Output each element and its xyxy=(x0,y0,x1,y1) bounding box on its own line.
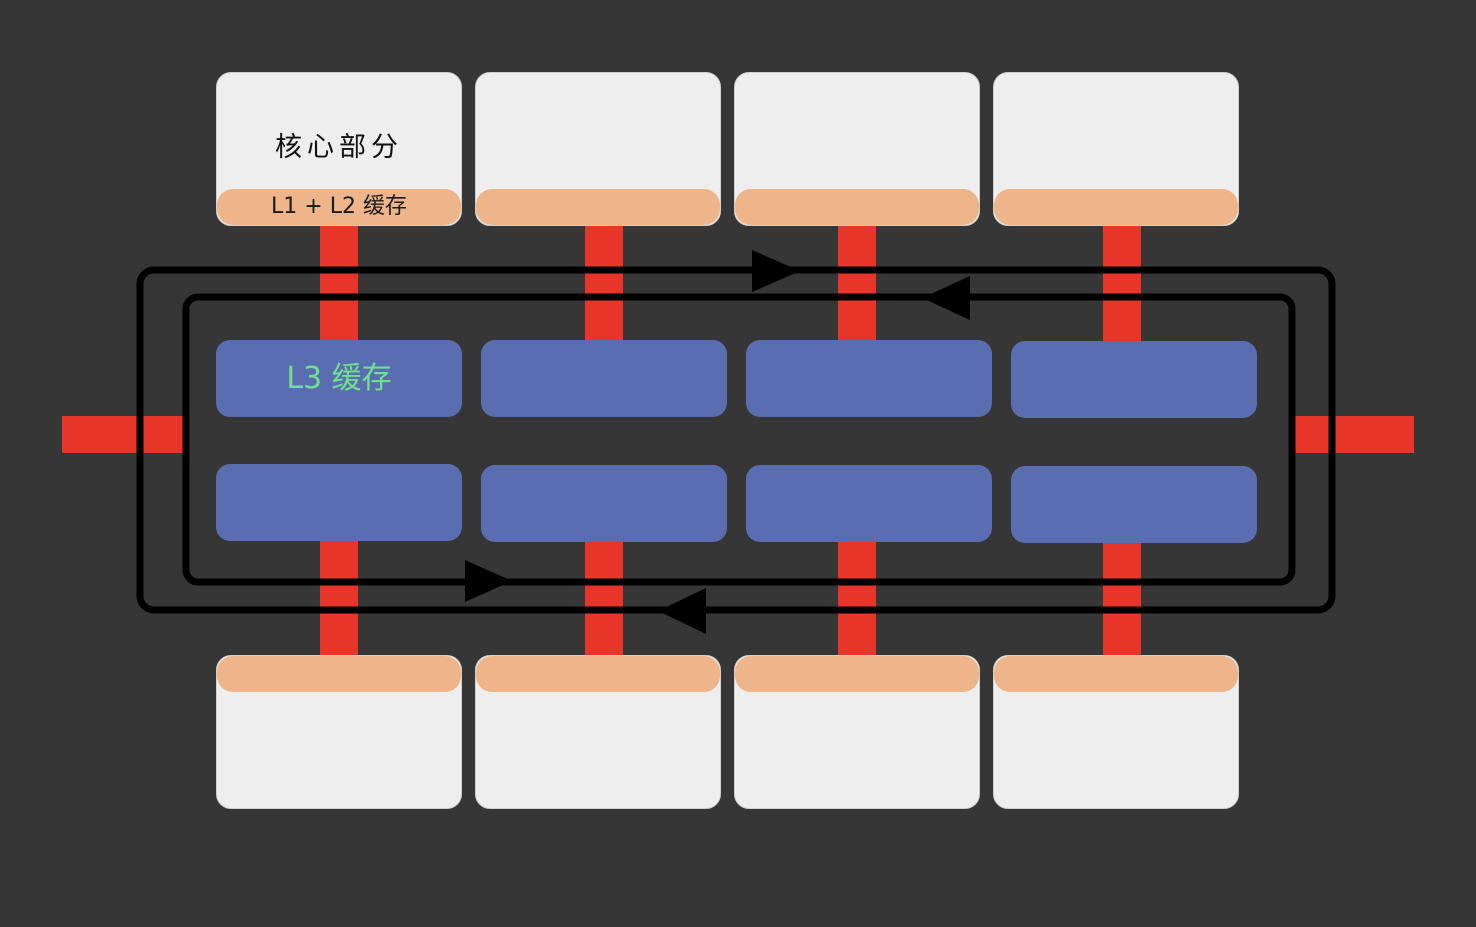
core-top-1: 核心部分 L1 + L2 缓存 xyxy=(216,72,462,226)
l1l2-cache-top-2 xyxy=(476,189,720,225)
core-top-3 xyxy=(734,72,980,226)
arrow-bottom-right xyxy=(465,560,512,602)
l1l2-cache-top-4 xyxy=(994,189,1238,225)
core-top-2 xyxy=(475,72,721,226)
l1l2-cache-bottom-2 xyxy=(476,656,720,692)
interconnect-top-4 xyxy=(1103,222,1141,342)
arrow-bottom-left xyxy=(658,588,706,634)
l3-slice-3 xyxy=(746,340,992,417)
interconnect-bottom-1 xyxy=(320,540,358,658)
ring-bus-group xyxy=(136,266,1336,614)
l3-slice-7 xyxy=(746,465,992,542)
l1l2-cache-bottom-4 xyxy=(994,656,1238,692)
l3-slice-1: L3 缓存 xyxy=(216,340,462,417)
l1l2-cache-top-1: L1 + L2 缓存 xyxy=(217,189,461,225)
interconnect-right-io xyxy=(1290,416,1414,453)
interconnect-top-2 xyxy=(585,222,623,342)
core-bottom-2 xyxy=(475,655,721,809)
interconnect-bottom-2 xyxy=(585,540,623,658)
core-top-4 xyxy=(993,72,1239,226)
core-label: 核心部分 xyxy=(275,132,403,163)
inner-ring xyxy=(182,293,1296,586)
l3-cache-label: L3 缓存 xyxy=(286,361,392,396)
outer-ring xyxy=(136,266,1336,614)
l1l2-cache-bottom-3 xyxy=(735,656,979,692)
l3-slice-8 xyxy=(1011,466,1257,543)
interconnect-bottom-4 xyxy=(1103,540,1141,658)
core-bottom-4 xyxy=(993,655,1239,809)
core-bottom-3 xyxy=(734,655,980,809)
l1l2-cache-top-3 xyxy=(735,189,979,225)
l3-slice-5 xyxy=(216,464,462,541)
l3-slice-6 xyxy=(481,465,727,542)
arrow-top-right xyxy=(752,250,800,292)
interconnect-top-3 xyxy=(838,222,876,342)
vertical-interconnects xyxy=(62,222,1414,658)
arrow-top-left xyxy=(922,276,970,320)
l1l2-cache-label: L1 + L2 缓存 xyxy=(271,194,407,219)
interconnect-left-io xyxy=(62,416,186,453)
core-bottom-1 xyxy=(216,655,462,809)
interconnect-bottom-3 xyxy=(838,540,876,658)
interconnect-top-1 xyxy=(320,222,358,342)
ring-arrows xyxy=(465,250,970,634)
l3-slice-2 xyxy=(481,340,727,417)
l3-slice-4 xyxy=(1011,341,1257,418)
l1l2-cache-bottom-1 xyxy=(217,656,461,692)
